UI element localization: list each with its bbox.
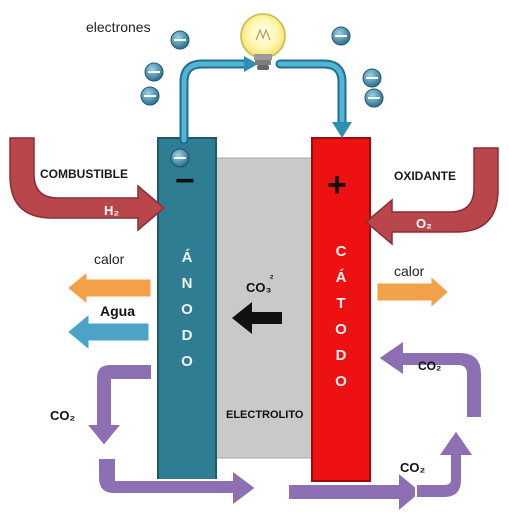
external-circuit-wire xyxy=(179,59,251,145)
anode-sign: − xyxy=(175,162,195,200)
wire-arrow-head-left xyxy=(244,56,258,72)
heat-label-right: calor xyxy=(394,263,425,279)
electrolyte-label: ELECTROLITO xyxy=(226,409,304,421)
co2-label-left: CO₂ xyxy=(50,408,76,423)
heat-outlet-arrow-right xyxy=(374,270,453,314)
co2-arrow-bottom-left xyxy=(97,457,258,508)
electrolyte-block xyxy=(215,157,313,459)
oxidant-inlet-arrow xyxy=(364,147,499,246)
fuel-label: COMBUSTIBLE xyxy=(40,167,128,181)
electron-icon xyxy=(170,30,190,50)
anode-letter: Á xyxy=(182,249,193,266)
cathode-letter: D xyxy=(336,347,347,364)
anode-letter: O xyxy=(181,301,193,318)
cathode-plate xyxy=(311,137,371,482)
anode-letter: O xyxy=(181,353,193,370)
wire-arrow-head-down xyxy=(332,122,352,138)
carbonate-ion-arrow xyxy=(232,302,282,334)
anode-letter: D xyxy=(182,327,193,344)
electron-icon xyxy=(144,62,164,82)
external-circuit-wire-right xyxy=(275,59,347,129)
co2-label-right-bottom: CO₂ xyxy=(400,460,426,475)
co2-label-right-top: CO₂ xyxy=(418,359,441,373)
co2-arrow-right-up xyxy=(415,428,476,499)
electrons-label: electrones xyxy=(86,19,151,35)
co2-arrow-bottom-middle xyxy=(287,469,424,515)
co2-arrow-left-down xyxy=(83,363,153,448)
electron-icon xyxy=(331,26,351,46)
electron-icons xyxy=(140,26,384,168)
water-label: Agua xyxy=(100,303,135,319)
light-bulb-icon xyxy=(240,13,286,70)
anode-plate xyxy=(157,137,217,482)
cathode-letter: T xyxy=(336,295,345,312)
o2-label: O₂ xyxy=(416,216,432,231)
electron-icon xyxy=(140,86,160,106)
cathode-letter: O xyxy=(335,373,347,390)
co2-arrow-right-top xyxy=(376,338,483,419)
h2-label: H₂ xyxy=(104,203,119,218)
carbonate-ion-label: CO₃ xyxy=(246,280,272,295)
heat-outlet-arrow-left xyxy=(63,266,154,310)
anode-letter: N xyxy=(182,275,193,292)
cathode-letter: O xyxy=(335,321,347,338)
electron-icon xyxy=(362,68,382,88)
carbonate-ion-charge: ² xyxy=(270,274,274,285)
oxidant-label: OXIDANTE xyxy=(394,169,456,183)
cathode-letter: Á xyxy=(336,269,347,286)
electron-icon xyxy=(364,88,384,108)
fuel-inlet-arrow xyxy=(9,137,166,232)
cathode-sign: + xyxy=(327,166,347,204)
water-outlet-arrow xyxy=(63,308,152,356)
heat-label-left: calor xyxy=(94,251,125,267)
electron-icon-on-anode xyxy=(170,148,190,168)
cathode-letter: C xyxy=(336,243,347,260)
